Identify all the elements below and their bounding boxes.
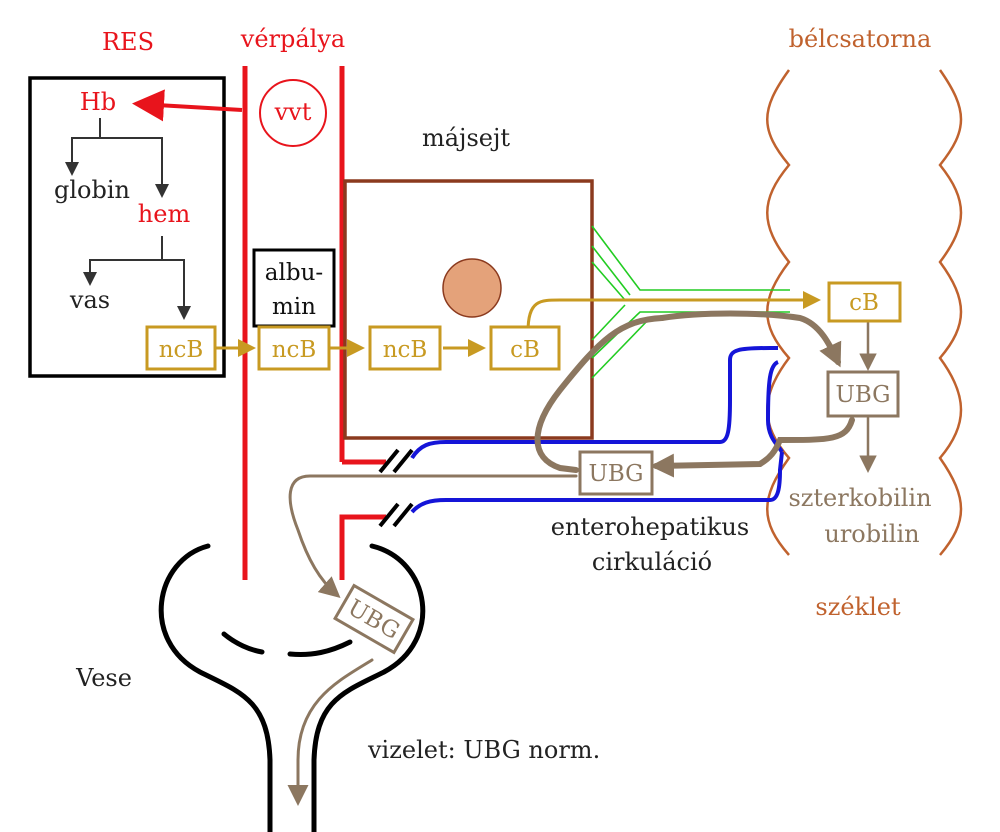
hem-label: hem [138,200,191,228]
vizelet-label: vizelet: UBG norm. [367,736,600,764]
ubg-box-kidney [333,583,415,655]
globin-label: globin [54,176,130,204]
enterohepatic-thick-curve [534,315,665,473]
majsejt-label: májsejt [422,124,510,152]
gut-right-wall [938,69,963,556]
res-tree [65,118,191,320]
albumin-label-line2: min [272,294,316,320]
cb-liver-label: cB [510,337,540,363]
ncb-box-res [145,325,217,371]
cb-to-ubg-thick [659,310,842,368]
bile-canaliculi [591,225,790,379]
szeklet-label: széklet [815,593,901,621]
ubg-gut-label: UBG [835,382,890,408]
ncb-box-blood [257,325,331,371]
kidney-to-urine [287,658,374,806]
cb-box-gut [827,281,902,323]
vessel-break-marks [378,448,414,528]
belcsatorna-label: bélcsatorna [789,25,932,53]
ubg-box-gut [826,370,900,418]
vvt-label: vvt [274,98,312,126]
urobilin-label: urobilin [824,520,919,548]
blue-lower-line [410,451,784,514]
kidney-left-outline [158,543,273,832]
blood-vessel [242,66,386,580]
liver-cell-box [343,179,594,440]
albumin-box [252,248,336,328]
kidney-right-outline [311,543,426,832]
ncb-box-liver [368,325,442,371]
blue-upper-line [410,346,778,460]
gut-ubg-return-thick [650,417,855,478]
ncb-res-label: ncB [159,337,204,363]
ncb-liver-label: ncB [383,337,428,363]
kidney-pelvis-dash-right [287,639,353,657]
verpalya-label: vérpálya [240,25,345,53]
kidney-pelvis-dash-left [221,631,265,655]
liver-cell-nucleus [442,258,502,318]
bilirubin-flow-arrows [215,291,821,357]
szterkobilin-label: szterkobilin [788,484,931,512]
cb-box-liver [489,325,561,371]
vas-label: vas [69,286,110,314]
ubg-to-kidney [288,474,578,598]
vvt-circle [259,79,327,147]
cirkulacio-label: cirkuláció [592,548,712,576]
kidney [158,543,426,832]
cb-gut-label: cB [849,290,879,316]
res-label: RES [102,28,154,56]
ubg-box-mid [578,450,654,496]
albumin-label-line1: albu- [265,260,323,286]
ubg-mid-label: UBG [588,461,643,487]
res-box [28,76,226,378]
ncb-blood-label: ncB [272,337,317,363]
vese-label: Vese [75,664,132,692]
vessel-branch-lower [339,514,386,580]
enterohepatikus-label: enterohepatikus [551,513,749,541]
hb-label: Hb [80,88,116,116]
vvt-to-hb-arrow [132,89,243,122]
ubg-flows [287,310,877,806]
